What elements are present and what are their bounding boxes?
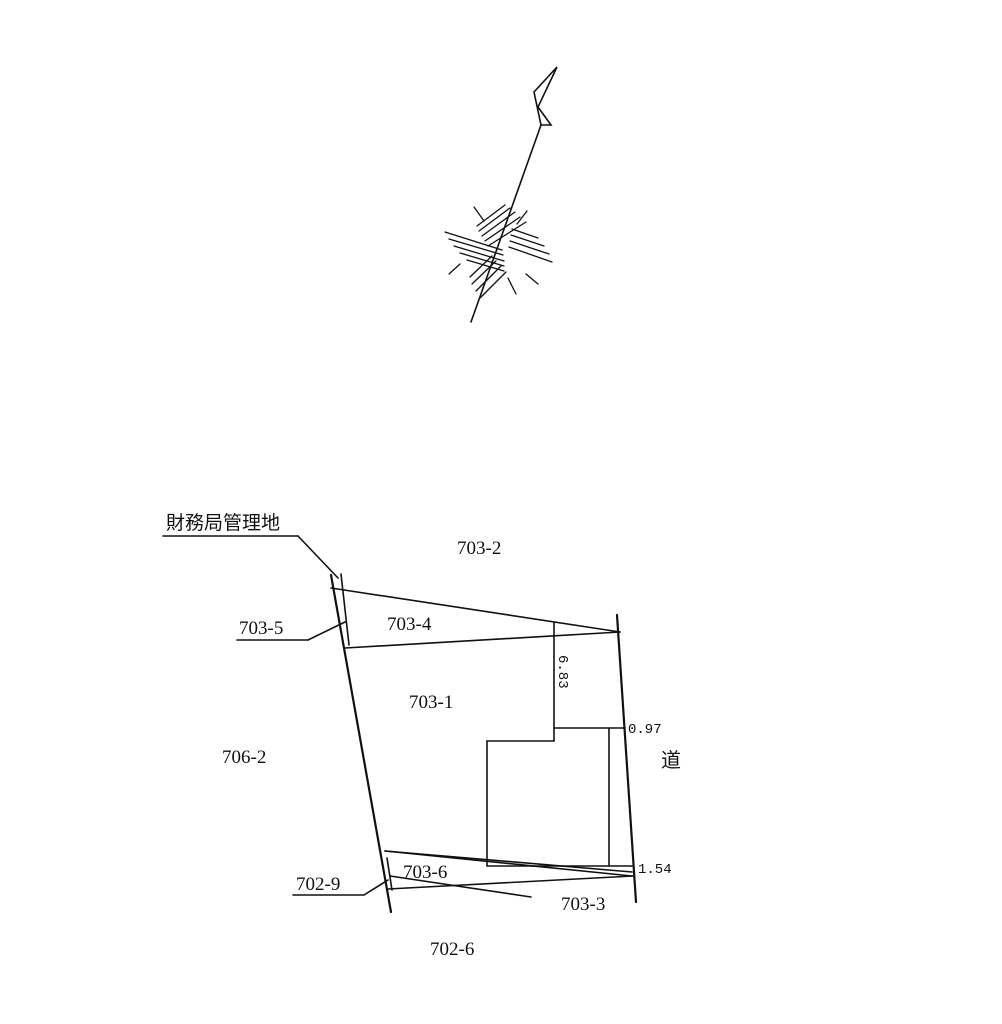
label-road: 道 xyxy=(661,749,681,772)
label-parcel-703-2: 703-2 xyxy=(457,538,501,559)
north-arrow-icon xyxy=(444,66,558,323)
label-parcel-703-3: 703-3 xyxy=(561,894,605,915)
label-parcel-703-4: 703-4 xyxy=(387,614,432,635)
dimension-vertical: 6.83 xyxy=(554,655,570,689)
parcel-boundaries xyxy=(329,573,638,914)
leader-lines xyxy=(162,535,389,896)
label-parcel-703-1: 703-1 xyxy=(409,692,453,713)
dimension-offset-bottom: 1.54 xyxy=(638,862,672,878)
label-parcel-703-6: 703-6 xyxy=(403,862,447,883)
label-parcel-703-5: 703-5 xyxy=(239,618,283,639)
label-parcel-702-6: 702-6 xyxy=(430,939,474,960)
dimension-offset-top: 0.97 xyxy=(628,722,662,738)
label-parcel-702-9: 702-9 xyxy=(296,874,340,895)
label-finance-bureau-land: 財務局管理地 xyxy=(166,512,280,534)
label-parcel-706-2: 706-2 xyxy=(222,747,266,768)
